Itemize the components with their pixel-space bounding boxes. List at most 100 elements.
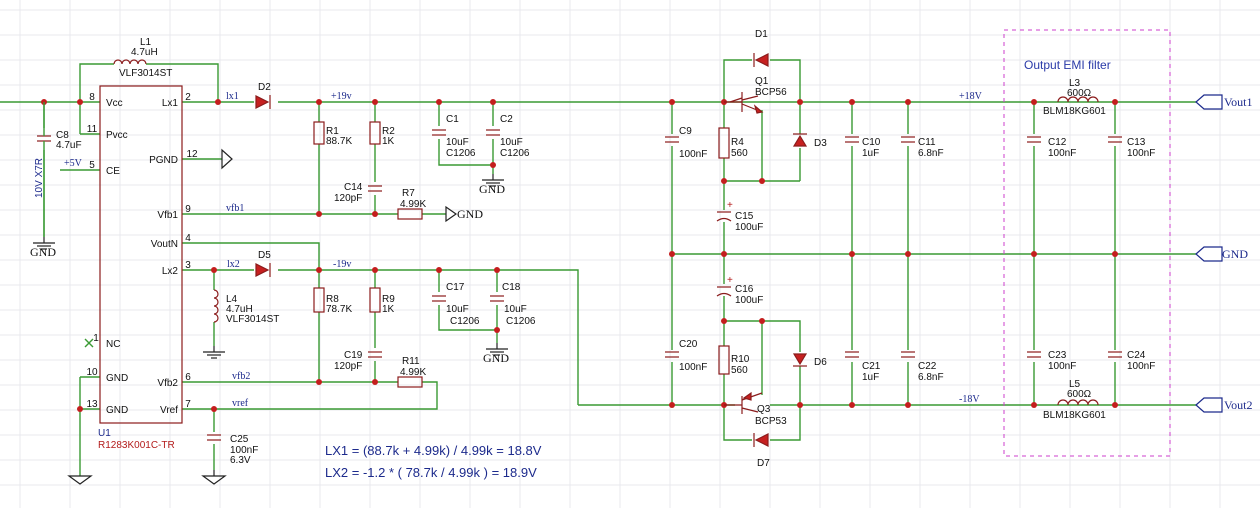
c14-ref: C14 — [344, 182, 363, 193]
diode-d1[interactable]: D1 — [753, 29, 769, 67]
c22-ref: C22 — [918, 361, 937, 372]
resistor-r7[interactable]: R7 4.99K — [397, 188, 426, 220]
capacitor-c16[interactable]: + C16 100uF — [716, 275, 763, 306]
c24-val: 100nF — [1127, 361, 1155, 372]
capacitor-c18[interactable]: C18 10uF C1206 — [490, 282, 536, 327]
l1-val: 4.7uH — [131, 47, 158, 58]
junction — [669, 402, 675, 408]
pin-num: 11 — [87, 124, 98, 135]
junction — [759, 318, 765, 324]
resistor-r4[interactable]: R4 560 — [718, 127, 748, 159]
l3-val: 600Ω — [1067, 88, 1092, 99]
diode-d5[interactable]: D5 — [255, 250, 271, 277]
net-label: vref — [232, 398, 249, 409]
diode-d6[interactable]: D6 — [792, 353, 827, 368]
l5-val: 600Ω — [1067, 389, 1092, 400]
c9-val: 100nF — [679, 149, 707, 160]
r11-val: 4.99K — [400, 367, 426, 378]
emi-filter-title: Output EMI filter — [1024, 58, 1111, 72]
junction — [759, 178, 765, 184]
port-gnd[interactable]: GND — [1195, 246, 1248, 262]
transistor-q1[interactable]: Q1 BCP56 — [724, 76, 787, 114]
l4-val: 4.7uH — [226, 304, 253, 315]
capacitor-c12[interactable]: C12 100nF — [1027, 136, 1076, 159]
c18-pkg: C1206 — [506, 316, 536, 327]
wires — [0, 59, 1196, 476]
gnd-label: GND — [457, 207, 483, 221]
capacitor-c13[interactable]: C13 100nF — [1108, 136, 1155, 159]
junction — [494, 267, 500, 273]
capacitor-c24[interactable]: C24 100nF — [1108, 350, 1155, 372]
capacitor-c17[interactable]: C17 10uF C1206 — [432, 282, 480, 327]
ic-part: R1283K001C-TR — [98, 440, 175, 451]
capacitor-c9[interactable]: C9 100nF — [665, 126, 707, 160]
d2-ref: D2 — [258, 82, 271, 93]
junction — [1031, 99, 1037, 105]
capacitor-c11[interactable]: C11 6.8nF — [901, 136, 944, 159]
pin-num: 5 — [89, 160, 95, 171]
q3-part: BCP53 — [755, 416, 787, 427]
l5-ref: L5 — [1069, 379, 1081, 390]
resistor-r2[interactable]: R2 1K — [369, 121, 395, 147]
junction — [721, 178, 727, 184]
resistor-r10[interactable]: R10 560 — [718, 345, 750, 376]
ferrite-l3[interactable]: L3 600Ω BLM18KG601 — [1043, 78, 1106, 117]
resistor-r1[interactable]: R1 88.7K — [313, 121, 352, 147]
resistor-r8[interactable]: R8 78.7K — [313, 287, 352, 315]
diode-d7[interactable]: D7 — [753, 433, 770, 469]
capacitor-c20[interactable]: C20 100nF — [665, 339, 707, 373]
transistor-q3[interactable]: Q3 BCP53 — [724, 391, 787, 427]
capacitor-c22[interactable]: C22 6.8nF — [901, 351, 944, 383]
capacitor-c1[interactable]: C1 10uF C1206 — [432, 114, 476, 159]
net-label: -18V — [959, 394, 980, 405]
ground-symbols: GND GND GND GND — [30, 173, 509, 485]
resistor-r9[interactable]: R9 1K — [369, 287, 395, 315]
r1-ref: R1 — [326, 126, 339, 137]
pin-num: 13 — [86, 399, 98, 410]
inductor-l1[interactable]: L1 4.7uH VLF3014ST — [113, 37, 172, 79]
l5-part: BLM18KG601 — [1043, 410, 1106, 421]
d1-ref: D1 — [755, 29, 768, 40]
pin-num: 6 — [185, 372, 191, 383]
q1-ref: Q1 — [755, 76, 769, 87]
no-connect-icon — [84, 338, 94, 348]
resistor-r11[interactable]: R11 4.99K — [397, 356, 426, 388]
pin-vref: Vref — [160, 405, 178, 416]
junction — [436, 99, 442, 105]
pin-num: 9 — [185, 204, 191, 215]
pin-num: 1 — [93, 333, 99, 344]
capacitor-c21[interactable]: C21 1uF — [845, 351, 881, 383]
capacitor-c2[interactable]: C2 10uF C1206 — [486, 114, 530, 159]
diode-d3[interactable]: D3 — [792, 133, 827, 149]
inductor-l4[interactable]: L4 4.7uH VLF3014ST — [213, 289, 279, 325]
emi-filter-box — [1003, 29, 1171, 457]
diode-d2[interactable]: D2 — [255, 82, 271, 109]
c1-ref: C1 — [446, 114, 459, 125]
capacitor-c10[interactable]: C10 1uF — [845, 136, 881, 159]
junction — [77, 99, 83, 105]
r1-val: 88.7K — [326, 136, 352, 147]
pin-voutn: VoutN — [151, 239, 178, 250]
junction — [905, 402, 911, 408]
capacitor-c23[interactable]: C23 100nF — [1027, 350, 1076, 372]
ferrite-l5[interactable]: L5 600Ω BLM18KG601 — [1043, 379, 1106, 421]
c21-ref: C21 — [862, 361, 881, 372]
capacitor-c25[interactable]: C25 100nF 6.3V — [207, 434, 258, 466]
pin-pvcc: Pvcc — [106, 130, 128, 141]
ic-u1[interactable]: U1 R1283K001C-TR Vcc 8 Pvcc 11 CE 5 NC 1… — [84, 85, 198, 451]
net-labels: lx1 +19v lx2 -19v vfb1 vfb2 vref +5V +18… — [64, 91, 983, 409]
capacitor-c15[interactable]: + C15 100uF — [716, 200, 763, 233]
capacitor-c19[interactable]: C19 120pF — [334, 350, 382, 372]
r10-ref: R10 — [731, 354, 750, 365]
capacitor-c8[interactable]: C8 4.7uF 10V X7R — [34, 102, 82, 237]
junction — [797, 402, 803, 408]
junction — [1112, 402, 1118, 408]
port-vout1[interactable]: Vout1 — [1195, 94, 1252, 110]
c2-ref: C2 — [500, 114, 513, 125]
l3-ref: L3 — [1069, 78, 1081, 89]
capacitor-c14[interactable]: C14 120pF — [334, 182, 382, 204]
c9-ref: C9 — [679, 126, 692, 137]
d3-ref: D3 — [814, 138, 827, 149]
port-vout2[interactable]: Vout2 — [1195, 397, 1252, 413]
c19-val: 120pF — [334, 361, 362, 372]
